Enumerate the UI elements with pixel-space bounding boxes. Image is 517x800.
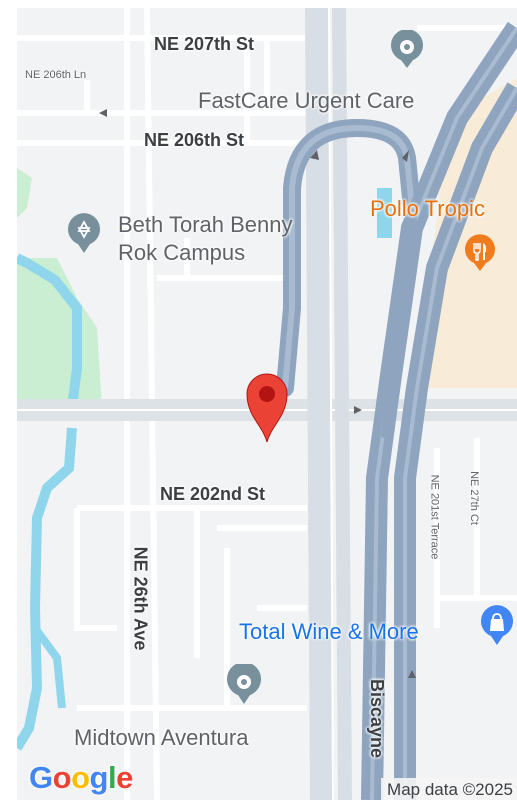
canal — [31, 625, 66, 709]
street-label-ne-202nd: NE 202nd St — [160, 484, 266, 504]
google-logo-letter: g — [89, 760, 109, 795]
google-logo-letter: l — [107, 760, 117, 795]
google-logo[interactable]: Google — [29, 760, 133, 796]
place-label-pollo[interactable]: Pollo Tropic — [370, 196, 485, 221]
restaurant-icon[interactable] — [463, 233, 497, 273]
park-area — [17, 168, 32, 218]
canal — [17, 427, 77, 751]
place-label-fastcare[interactable]: FastCare Urgent Care — [198, 88, 415, 113]
google-logo-letter: e — [116, 760, 133, 795]
shopping-center-icon[interactable] — [225, 664, 263, 706]
place-label-beth-torah-line2[interactable]: Rok Campus — [118, 240, 246, 265]
google-logo-letter: G — [29, 760, 53, 795]
pond — [377, 188, 392, 238]
street-label-ne-206th-ln: NE 206th Ln — [25, 69, 87, 81]
google-logo-letter: o — [71, 760, 90, 795]
google-logo-letter: o — [52, 760, 72, 795]
canal — [17, 253, 82, 409]
location-pin-icon[interactable] — [244, 370, 290, 444]
street-label-ne-26th-ave: NE 26th Ave — [130, 546, 151, 651]
medical-place-icon[interactable] — [389, 30, 425, 70]
place-label-total-wine[interactable]: Total Wine & More — [239, 619, 419, 644]
map-attribution[interactable]: Map data ©2025 — [381, 778, 517, 800]
street-label-ne-27th-ct: NE 27th Ct — [467, 471, 480, 525]
street-label-ne-201st-terrace: NE 201st Terrace — [428, 474, 441, 560]
map-canvas[interactable]: NE 207th St NE 206th Ln NE 206th St NE 2… — [17, 8, 517, 800]
street-label-biscayne: Biscayne — [367, 678, 388, 759]
place-label-beth-torah-line1[interactable]: Beth Torah Benny — [118, 212, 293, 237]
street-label-ne-207th: NE 207th St — [154, 34, 255, 54]
place-label-midtown-aventura[interactable]: Midtown Aventura — [74, 725, 249, 750]
place-of-worship-icon[interactable] — [66, 213, 102, 255]
street-label-ne-206th: NE 206th St — [144, 130, 245, 150]
shopping-icon[interactable] — [479, 605, 515, 647]
